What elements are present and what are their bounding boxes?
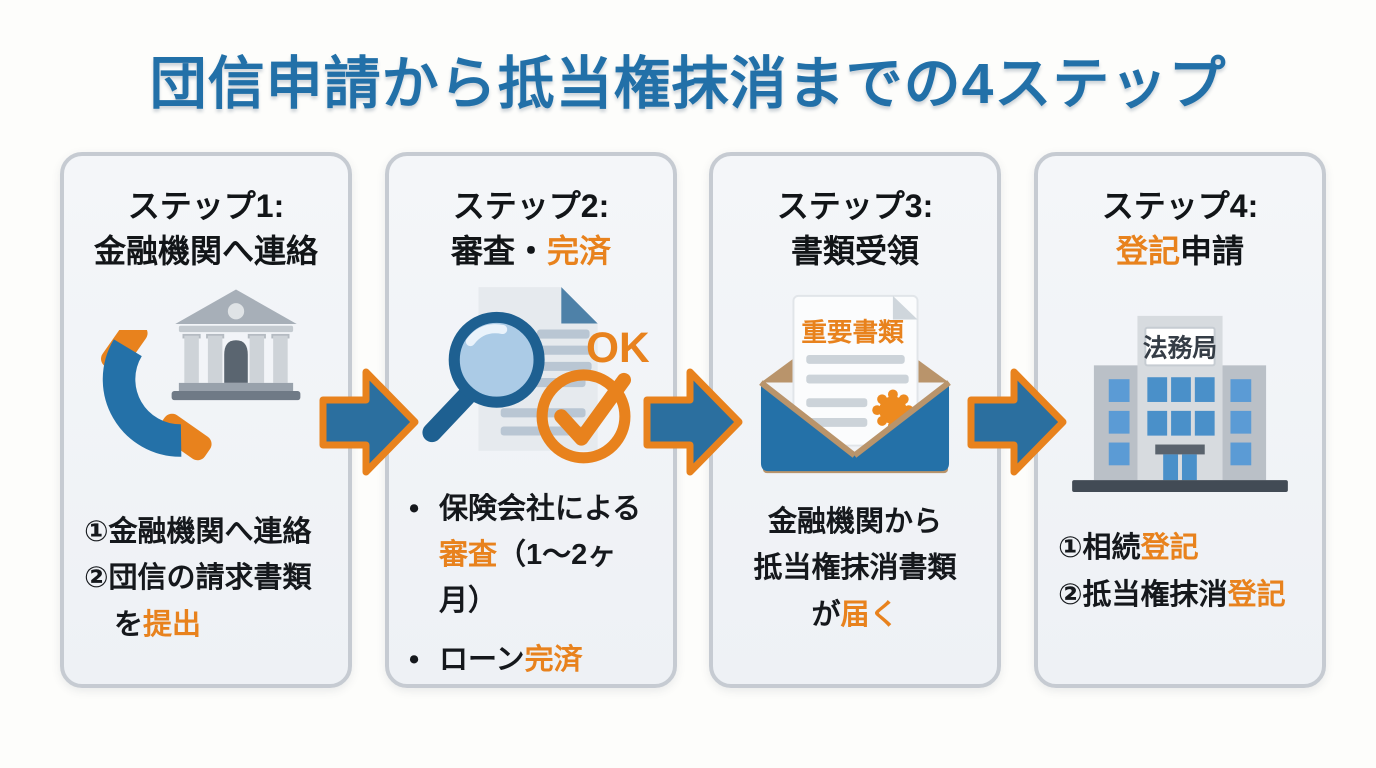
document-review-icon: OK [422, 286, 650, 463]
body-line: を提出 [114, 608, 202, 641]
step-1-icon-area [64, 274, 348, 509]
step-heading: 書類受領 [790, 232, 919, 269]
envelope-icon: 重要書類 [759, 295, 951, 474]
body-line: ②抵当権抹消登記 [1058, 578, 1286, 611]
step-3-icon-area: 重要書類 [713, 274, 997, 499]
step-heading: 審査・完済 [450, 232, 612, 269]
step-1-title: ステップ1: 金融機関へ連絡 [64, 184, 348, 274]
step-3-card: ステップ3: 書類受領 重要書類 [709, 152, 1001, 688]
step-3-body: 金融機関から 抵当権抹消書類 が届く [713, 499, 997, 638]
bullet-text: ローン完済 [439, 637, 583, 683]
check-circle-icon [536, 368, 631, 463]
step-4-title: ステップ4: 登記申請 [1038, 184, 1322, 274]
magnifier-handle [422, 386, 476, 442]
body-line: 抵当権抹消書類 [753, 552, 957, 585]
body-line: 金融機関から [767, 505, 942, 538]
bullet-dot: • [409, 492, 420, 525]
step-2-icon-area: OK [389, 274, 673, 486]
step-1-body: ①金融機関へ連絡 ②団信の請求書類 を提出 [64, 509, 348, 648]
important-document: 重要書類 [792, 295, 919, 447]
step-arrow-icon [319, 368, 419, 476]
step-heading: 金融機関へ連絡 [93, 232, 318, 269]
step-2-card: ステップ2: 審査・完済 OK • [385, 152, 677, 688]
step-2-body: • 保険会社による 審査（1〜2ヶ月） • ローン完済 [389, 486, 673, 696]
step-heading: 登記申請 [1115, 232, 1245, 269]
building-sign-label: 法務局 [1143, 335, 1217, 363]
ok-label: OK [586, 323, 650, 370]
step-1-card: ステップ1: 金融機関へ連絡 ①金融機関へ連絡 [60, 152, 352, 688]
step-3-title: ステップ3: 書類受領 [713, 184, 997, 274]
step-label: ステップ2: [452, 188, 610, 224]
bullet-item: • ローン完済 [409, 637, 657, 683]
building-sign [1144, 327, 1216, 367]
step-4-body: ①相続登記 ②抵当権抹消登記 [1038, 525, 1322, 618]
important-doc-label: 重要書類 [801, 318, 904, 347]
step-4-icon-area: 法務局 [1038, 274, 1322, 526]
phone-icon [101, 329, 212, 460]
step-label: ステップ1: [127, 188, 285, 224]
bullet-text: 保険会社による 審査（1〜2ヶ月） [439, 486, 657, 625]
step-4-card: ステップ4: 登記申請 法務局 ①相続登記 ②抵当権抹消登記 [1034, 152, 1326, 688]
bullet-item: • 保険会社による 審査（1〜2ヶ月） [409, 486, 657, 625]
body-line: 保険会社による [439, 492, 642, 525]
step-arrow-icon [643, 368, 743, 476]
body-line: ②団信の請求書類 [84, 562, 312, 595]
page-title: 団信申請から抵当権抹消までの4ステップ [149, 52, 1227, 116]
body-line: ①相続登記 [1058, 532, 1199, 565]
bullet-dot: • [409, 643, 420, 676]
step-label: ステップ4: [1101, 188, 1259, 224]
step-label: ステップ3: [776, 188, 934, 224]
step-2-title: ステップ2: 審査・完済 [389, 184, 673, 274]
legal-bureau-building-icon: 法務局 [1072, 316, 1288, 493]
body-line: 審査（1〜2ヶ月） [439, 538, 617, 618]
step-arrow-icon [967, 368, 1067, 476]
body-line: が届く [811, 598, 899, 631]
body-line: ローン完済 [439, 643, 583, 676]
bank-icon [171, 289, 301, 400]
body-line: ①金融機関へ連絡 [84, 515, 312, 548]
